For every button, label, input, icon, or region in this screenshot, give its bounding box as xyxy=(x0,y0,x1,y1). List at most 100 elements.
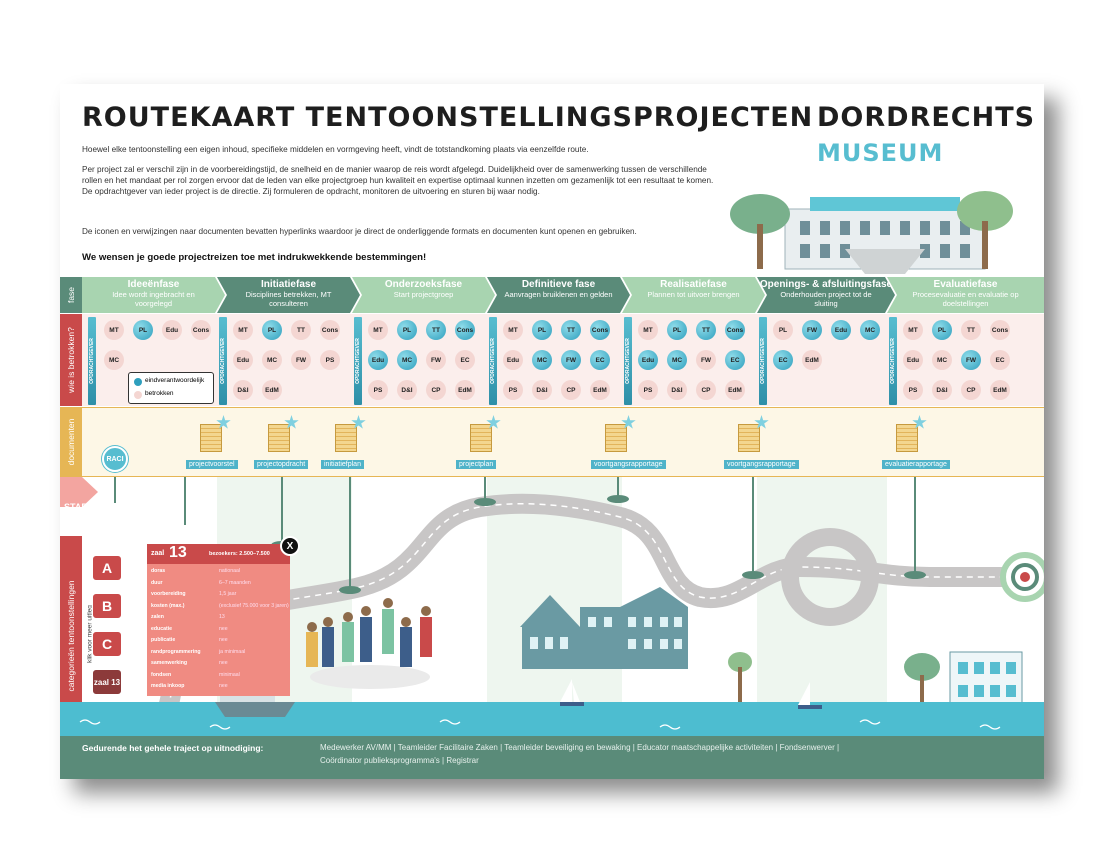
role-tt[interactable]: TT xyxy=(561,320,581,340)
role-mt[interactable]: MT xyxy=(638,320,658,340)
role-cp[interactable]: CP xyxy=(961,380,981,400)
role-edm[interactable]: EdM xyxy=(990,380,1010,400)
role-ps[interactable]: PS xyxy=(368,380,388,400)
role-pl[interactable]: PL xyxy=(667,320,687,340)
document-icon[interactable] xyxy=(896,424,918,452)
role-cons[interactable]: Cons xyxy=(455,320,475,340)
document-link-projectopdracht[interactable]: projectopdracht xyxy=(254,460,309,469)
role-edu[interactable]: Edu xyxy=(638,350,658,370)
document-icon[interactable] xyxy=(335,424,357,452)
document-link-projectplan[interactable]: projectplan xyxy=(456,460,497,469)
role-tt[interactable]: TT xyxy=(961,320,981,340)
document-link-voortgangsrapportage[interactable]: voortgangsrapportage xyxy=(724,460,799,469)
document-icon[interactable] xyxy=(200,424,222,452)
document-icon[interactable] xyxy=(268,424,290,452)
role-edm[interactable]: EdM xyxy=(802,350,822,370)
role-cons[interactable]: Cons xyxy=(191,320,211,340)
opdrachtgever-label: OPDRACHTGEVER xyxy=(625,338,631,384)
role-mt[interactable]: MT xyxy=(233,320,253,340)
role-fw[interactable]: FW xyxy=(291,350,311,370)
role-edm[interactable]: EdM xyxy=(725,380,745,400)
role-edu[interactable]: Edu xyxy=(368,350,388,370)
role-ec[interactable]: EC xyxy=(990,350,1010,370)
role-edu[interactable]: Edu xyxy=(903,350,923,370)
role-pl[interactable]: PL xyxy=(532,320,552,340)
role-fw[interactable]: FW xyxy=(802,320,822,340)
category-button-B[interactable]: B xyxy=(92,593,122,619)
role-cp[interactable]: CP xyxy=(426,380,446,400)
role-mt[interactable]: MT xyxy=(104,320,124,340)
role-ec[interactable]: EC xyxy=(773,350,793,370)
phase-subtitle: Plannen tot uitvoer brengen xyxy=(647,290,740,299)
role-tt[interactable]: TT xyxy=(426,320,446,340)
role-cons[interactable]: Cons xyxy=(725,320,745,340)
role-mc[interactable]: MC xyxy=(532,350,552,370)
role-ps[interactable]: PS xyxy=(903,380,923,400)
role-edm[interactable]: EdM xyxy=(590,380,610,400)
document-link-voortgangsrapportage[interactable]: voortgangsrapportage xyxy=(591,460,666,469)
role-cp[interactable]: CP xyxy=(696,380,716,400)
role-mc[interactable]: MC xyxy=(932,350,952,370)
role-tt[interactable]: TT xyxy=(291,320,311,340)
role-di[interactable]: D&I xyxy=(233,380,253,400)
role-mt[interactable]: MT xyxy=(368,320,388,340)
category-button-A[interactable]: A xyxy=(92,555,122,581)
role-di[interactable]: D&I xyxy=(397,380,417,400)
document-icon[interactable] xyxy=(605,424,627,452)
role-cp[interactable]: CP xyxy=(561,380,581,400)
role-pl[interactable]: PL xyxy=(932,320,952,340)
role-fw[interactable]: FW xyxy=(696,350,716,370)
role-fw[interactable]: FW xyxy=(961,350,981,370)
role-ps[interactable]: PS xyxy=(503,380,523,400)
role-ec[interactable]: EC xyxy=(725,350,745,370)
role-di[interactable]: D&I xyxy=(532,380,552,400)
phase-name: Definitieve fase xyxy=(521,279,596,290)
role-cons[interactable]: Cons xyxy=(320,320,340,340)
role-di[interactable]: D&I xyxy=(667,380,687,400)
document-link-evaluatierapportage[interactable]: evaluatierapportage xyxy=(882,460,950,469)
document-link-initiatiefplan[interactable]: initiatiefplan xyxy=(321,460,364,469)
role-edu[interactable]: Edu xyxy=(162,320,182,340)
role-pl[interactable]: PL xyxy=(262,320,282,340)
role-edm[interactable]: EdM xyxy=(455,380,475,400)
role-mc[interactable]: MC xyxy=(262,350,282,370)
role-mc[interactable]: MC xyxy=(397,350,417,370)
role-edu[interactable]: Edu xyxy=(503,350,523,370)
role-fw[interactable]: FW xyxy=(561,350,581,370)
raci-button[interactable]: RACI xyxy=(102,446,128,472)
role-mt[interactable]: MT xyxy=(503,320,523,340)
role-edu[interactable]: Edu xyxy=(831,320,851,340)
role-mc[interactable]: MC xyxy=(104,350,124,370)
category-button-zaal-13[interactable]: zaal 13 xyxy=(92,669,122,695)
role-pl[interactable]: PL xyxy=(397,320,417,340)
role-ec[interactable]: EC xyxy=(455,350,475,370)
role-fw[interactable]: FW xyxy=(426,350,446,370)
role-pl[interactable]: PL xyxy=(133,320,153,340)
intro-paragraph-2: Per project zal er verschil zijn in de v… xyxy=(82,165,714,196)
role-mc[interactable]: MC xyxy=(667,350,687,370)
role-ec[interactable]: EC xyxy=(590,350,610,370)
role-ps[interactable]: PS xyxy=(638,380,658,400)
document-icon[interactable] xyxy=(470,424,492,452)
role-edu[interactable]: Edu xyxy=(233,350,253,370)
role-mt[interactable]: MT xyxy=(903,320,923,340)
role-cons[interactable]: Cons xyxy=(990,320,1010,340)
role-edm[interactable]: EdM xyxy=(262,380,282,400)
role-di[interactable]: D&I xyxy=(932,380,952,400)
role-cons[interactable]: Cons xyxy=(590,320,610,340)
role-tt[interactable]: TT xyxy=(696,320,716,340)
category-button-C[interactable]: C xyxy=(92,631,122,657)
document-link-projectvoorstel[interactable]: projectvoorstel xyxy=(186,460,238,469)
role-ps[interactable]: PS xyxy=(320,350,340,370)
document-icon[interactable] xyxy=(738,424,760,452)
close-icon[interactable]: X xyxy=(280,536,300,556)
role-pl[interactable]: PL xyxy=(773,320,793,340)
role-mc[interactable]: MC xyxy=(860,320,880,340)
